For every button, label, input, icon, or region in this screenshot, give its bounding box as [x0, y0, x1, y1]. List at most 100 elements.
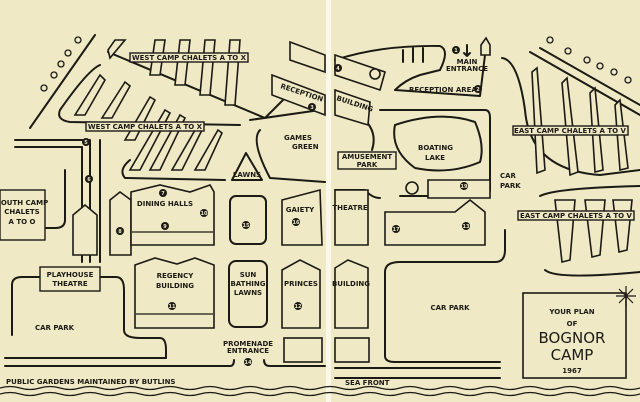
shelter-2 — [334, 337, 370, 363]
svg-text:EAST CAMP CHALETS A TO V: EAST CAMP CHALETS A TO V — [520, 212, 632, 220]
regency-building: REGENCY BUILDING — [134, 257, 215, 329]
svg-text:9: 9 — [163, 224, 167, 230]
marker-3: 3 — [308, 103, 316, 111]
title-box: YOUR PLAN OF BOGNOR CAMP 1967 — [522, 292, 627, 379]
svg-text:4: 4 — [336, 66, 340, 72]
svg-text:17: 17 — [393, 227, 400, 233]
svg-text:LAKE: LAKE — [425, 154, 445, 162]
marker-12: 12 — [294, 302, 302, 310]
svg-text:REGENCY: REGENCY — [157, 272, 195, 280]
sun-bathing-lawns: SUN BATHING LAWNS — [228, 260, 268, 328]
svg-text:13: 13 — [463, 224, 470, 230]
promenade-entrance-label: PROMENADE — [223, 340, 273, 348]
marker-6: 6 — [85, 175, 93, 183]
svg-text:CHALETS: CHALETS — [4, 208, 39, 216]
ferris-wheel-icon — [405, 181, 419, 195]
car-park-east-label-2: PARK — [500, 182, 521, 190]
amusement-park-sign: AMUSEMENT PARK — [337, 151, 397, 170]
svg-text:CAMP: CAMP — [551, 346, 594, 364]
marker-11: 11 — [168, 302, 176, 310]
marker-5: 5 — [82, 138, 90, 146]
svg-text:1: 1 — [454, 48, 458, 54]
marker-7: 7 — [159, 189, 167, 197]
svg-text:12: 12 — [295, 304, 302, 310]
marker-8: 8 — [116, 227, 124, 235]
gate-icon — [480, 36, 491, 56]
boating-lake: BOATING LAKE — [393, 115, 483, 172]
svg-text:EAST CAMP CHALETS A TO V: EAST CAMP CHALETS A TO V — [514, 127, 626, 135]
reception-area-label: RECEPTION AREA — [409, 86, 477, 94]
svg-text:10: 10 — [201, 211, 208, 217]
marker-1: 1 — [452, 46, 460, 54]
svg-text:AMUSEMENT: AMUSEMENT — [342, 153, 392, 161]
svg-text:PARK: PARK — [357, 161, 378, 169]
svg-text:THEATRE: THEATRE — [332, 204, 367, 212]
svg-text:BUILDING: BUILDING — [332, 280, 370, 288]
marker-4: 4 — [334, 64, 342, 72]
svg-text:THEATRE: THEATRE — [52, 280, 87, 288]
svg-text:WEST CAMP CHALETS A TO X: WEST CAMP CHALETS A TO X — [132, 54, 247, 62]
west-camp-chalets-lower-sign: WEST CAMP CHALETS A TO X — [85, 121, 205, 132]
sea-front-label: SEA FRONT — [345, 379, 390, 387]
svg-text:DINING HALLS: DINING HALLS — [137, 200, 193, 208]
page-fold — [326, 0, 331, 402]
public-gardens-label: PUBLIC GARDENS MAINTAINED BY BUTLINS — [6, 378, 175, 386]
flags-icon — [402, 47, 424, 63]
svg-text:PRINCES: PRINCES — [284, 280, 318, 288]
svg-text:LAWNS: LAWNS — [234, 289, 262, 297]
princes: PRINCES — [281, 259, 321, 329]
marker-13: 13 — [462, 222, 470, 230]
trees — [40, 36, 632, 92]
marker-2: 2 — [474, 85, 482, 93]
small-building — [72, 203, 98, 256]
svg-text:2: 2 — [476, 87, 480, 93]
car-park-centre-label: CAR PARK — [430, 304, 470, 312]
sun-lawn-top — [229, 195, 267, 245]
marker-9: 9 — [161, 222, 169, 230]
gaiety: GAIETY — [281, 188, 323, 246]
marker-19: 19 — [460, 182, 468, 190]
svg-text:11: 11 — [169, 304, 176, 310]
games-green-label-2: GREEN — [292, 143, 319, 151]
number-markers: 1 2 3 4 5 6 7 8 9 10 11 12 13 14 15 16 1… — [82, 46, 482, 366]
theatre: THEATRE — [332, 189, 369, 246]
compass-rose-icon — [616, 286, 636, 306]
svg-text:7: 7 — [161, 191, 165, 197]
svg-text:SUN: SUN — [240, 271, 257, 279]
svg-text:5: 5 — [84, 140, 88, 146]
svg-text:A TO O: A TO O — [9, 218, 36, 226]
promenade-entrance-label-2: ENTRANCE — [227, 347, 269, 355]
svg-text:8: 8 — [118, 229, 122, 235]
svg-text:YOUR PLAN: YOUR PLAN — [548, 308, 594, 316]
main-entrance-label-2: ENTRANCE — [446, 65, 488, 73]
svg-text:15: 15 — [243, 223, 250, 229]
svg-text:19: 19 — [461, 184, 468, 190]
marker-15: 15 — [242, 221, 250, 229]
svg-text:GAIETY: GAIETY — [286, 206, 315, 214]
svg-text:14: 14 — [245, 360, 252, 366]
west-camp-chalets-upper-sign: WEST CAMP CHALETS A TO X — [129, 52, 249, 63]
svg-text:BATHING: BATHING — [230, 280, 265, 288]
east-camp-chalets-upper-sign: EAST CAMP CHALETS A TO V — [512, 125, 629, 136]
marker-10: 10 — [200, 209, 208, 217]
building-19 — [427, 179, 491, 199]
svg-text:3: 3 — [310, 105, 314, 111]
marker-17: 17 — [392, 225, 400, 233]
svg-text:BOATING: BOATING — [418, 144, 453, 152]
svg-text:BOGNOR: BOGNOR — [539, 329, 606, 347]
svg-text:LAWNS: LAWNS — [233, 171, 261, 179]
shelter — [283, 337, 323, 363]
marker-14: 14 — [244, 358, 252, 366]
svg-text:BUILDING: BUILDING — [156, 282, 194, 290]
south-camp-chalets: SOUTH CAMP CHALETS A TO O — [0, 189, 48, 241]
marker-16: 16 — [292, 218, 300, 226]
building-bottom: BUILDING — [332, 259, 370, 329]
svg-text:OF: OF — [567, 320, 578, 328]
games-green-label: GAMES — [284, 134, 312, 142]
east-camp-chalets-lower-sign: EAST CAMP CHALETS A TO V — [517, 210, 635, 221]
svg-text:SOUTH CAMP: SOUTH CAMP — [0, 199, 48, 207]
main-entrance-label: MAIN — [457, 58, 478, 66]
sea-waves — [0, 385, 640, 397]
svg-text:WEST CAMP CHALETS A TO X: WEST CAMP CHALETS A TO X — [88, 123, 203, 131]
